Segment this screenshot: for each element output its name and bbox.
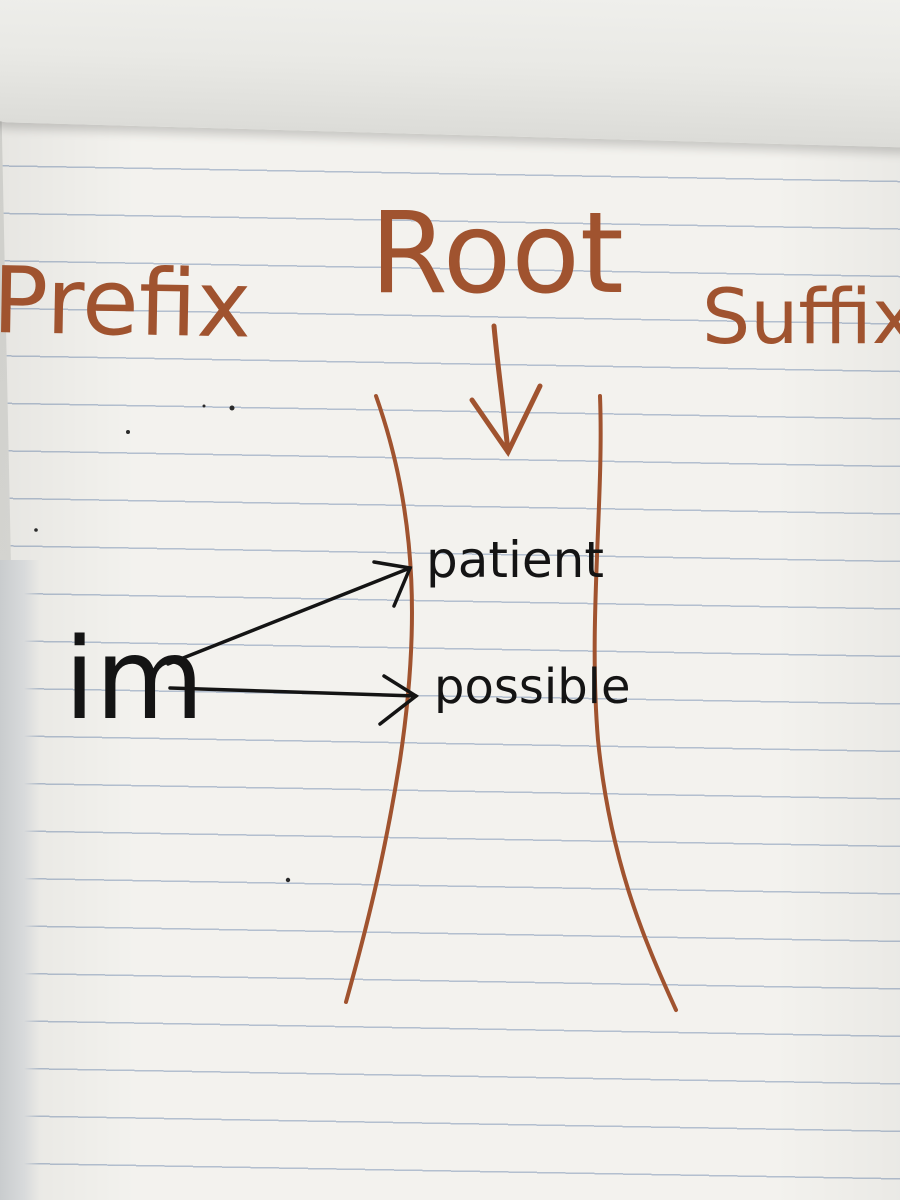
prefix-header: Prefix [0, 247, 252, 358]
paper-specks [34, 404, 291, 883]
arrow-to-possible [168, 686, 418, 698]
root-word-patient: patient [426, 531, 604, 589]
root-right-line [592, 394, 678, 1012]
paper-stack-edge [0, 560, 40, 1200]
root-column-lines [344, 394, 678, 1012]
root-header: Root [370, 189, 624, 319]
root-word-possible: possible [434, 659, 631, 715]
down-arrow-icon [469, 323, 543, 457]
prefix-word: im [64, 615, 204, 745]
prefix-arrows [166, 560, 420, 726]
root-left-line [344, 394, 414, 1004]
arrow-to-patient [166, 566, 412, 666]
suffix-header: Suffix [702, 272, 900, 361]
